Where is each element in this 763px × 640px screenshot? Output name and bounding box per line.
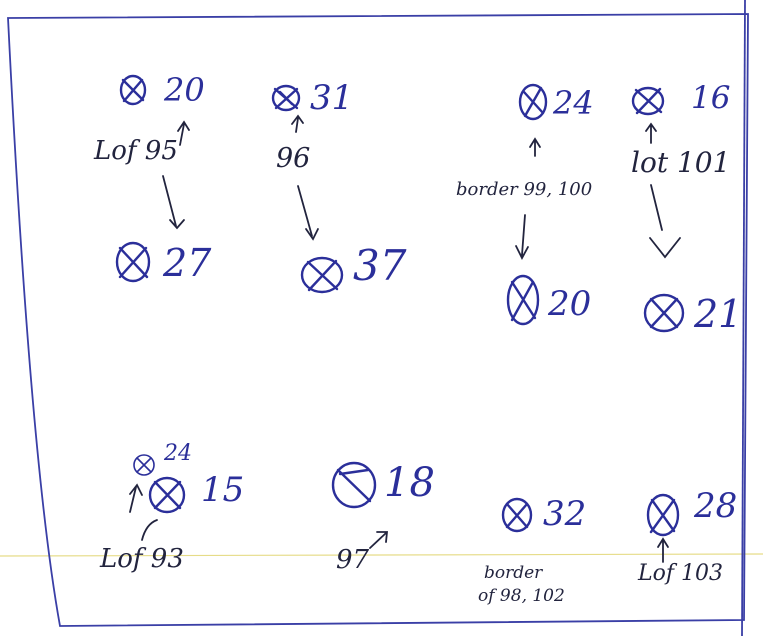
tree-count: 37 — [353, 241, 407, 290]
lot-note: 97 — [336, 545, 370, 575]
tree-count: 15 — [201, 470, 245, 510]
lot-note: 96 — [276, 143, 311, 174]
tree-symbol — [631, 86, 665, 116]
tree-symbol — [148, 476, 186, 514]
tree-count: 16 — [691, 80, 731, 116]
arrow — [649, 184, 681, 259]
tree-count: 18 — [384, 460, 435, 506]
arrow-hook — [141, 519, 158, 541]
arrow-up — [291, 114, 304, 133]
tree-count: 24 — [164, 441, 192, 466]
tree-symbol — [271, 84, 301, 112]
arrow-up — [129, 483, 143, 513]
plot-border — [7, 13, 749, 627]
tree-count: 20 — [548, 284, 592, 324]
arrow — [515, 214, 529, 260]
tree-symbol — [119, 74, 147, 106]
arrow-up — [645, 122, 657, 144]
arrow-up — [177, 120, 190, 146]
arrow-up — [369, 531, 388, 549]
border-note: border — [484, 563, 543, 583]
tree-count: 20 — [164, 71, 205, 109]
tree-symbol — [501, 497, 533, 533]
arrow — [297, 185, 319, 241]
tree-symbol — [506, 274, 540, 326]
tree-symbol — [300, 256, 344, 294]
tree-count: 24 — [553, 84, 594, 122]
tree-count: 31 — [310, 78, 354, 118]
tree-count: 27 — [163, 241, 212, 285]
arrow-up — [657, 537, 669, 563]
border-note: border 99, 100 — [456, 179, 593, 200]
right-edge-line — [741, 0, 746, 637]
lot-note: Lof 95 — [94, 136, 178, 166]
lot-note: Lof 93 — [100, 544, 184, 574]
arrow — [162, 175, 185, 230]
tree-symbol — [133, 454, 155, 476]
paper-guide-line — [0, 553, 763, 557]
lot-note: Lof 103 — [638, 561, 723, 586]
border-note: of 98, 102 — [478, 586, 565, 606]
tree-symbol — [643, 293, 685, 333]
tree-symbol — [331, 461, 377, 509]
tree-count: 32 — [543, 494, 587, 534]
tree-count: 21 — [694, 292, 743, 336]
tree-symbol — [115, 241, 151, 283]
tree-count: 28 — [694, 486, 738, 526]
arrow-up — [529, 137, 541, 157]
tree-symbol — [518, 83, 548, 121]
lot-note: lot 101 — [631, 146, 731, 179]
tree-symbol — [646, 493, 680, 537]
